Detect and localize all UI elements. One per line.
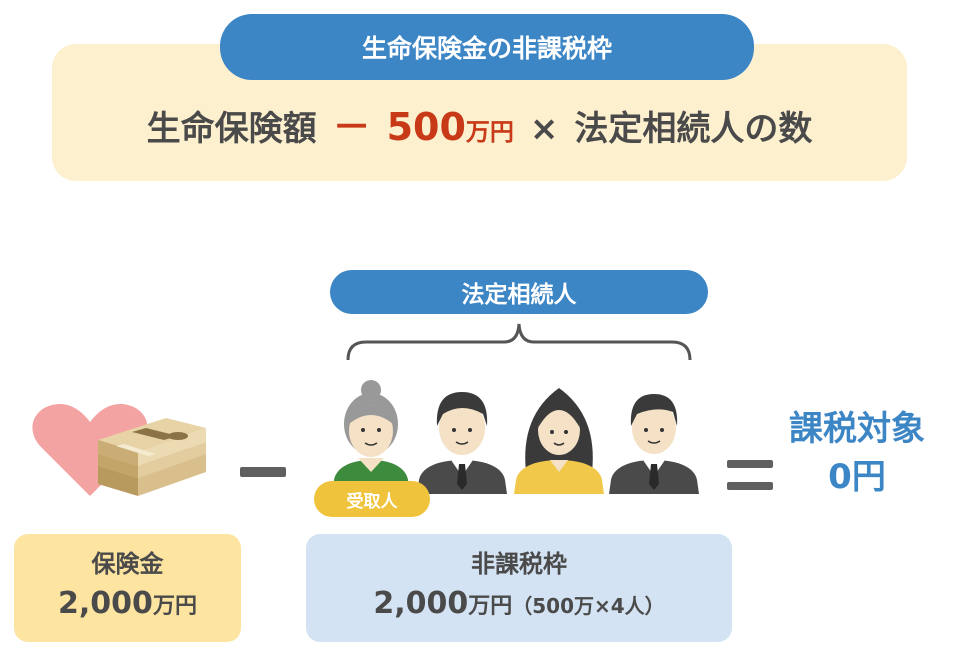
insurance-money-icon: [32, 404, 206, 496]
result-value: 0円: [828, 457, 886, 497]
minus-operator: [240, 467, 286, 477]
formula-deduction-value: 500: [386, 105, 466, 149]
insurance-title: 保険金: [91, 550, 164, 578]
formula-term-insurance: 生命保険額: [146, 109, 317, 149]
grandmother-avatar: [332, 380, 410, 494]
formula-deduction-unit: 万円: [465, 118, 514, 146]
insurance-box: 保険金 2,000万円: [14, 534, 241, 642]
formula-times: ×: [529, 109, 559, 149]
result: 課税対象 0円: [772, 406, 942, 502]
brace-icon: [346, 323, 692, 361]
taxfree-unit: 万円: [468, 594, 513, 619]
formula-title: 生命保険金の非課税枠: [220, 14, 754, 80]
equals-operator-top: [727, 460, 773, 468]
taxfree-amount-line: 2,000万円（500万×4人）: [373, 582, 664, 630]
insurance-amount: 2,000: [58, 586, 153, 621]
heirs-label: 法定相続人: [330, 270, 708, 314]
insurance-amount-line: 2,000万円: [58, 582, 197, 630]
taxfree-box: 非課税枠 2,000万円（500万×4人）: [306, 534, 732, 642]
recipient-badge: 受取人: [314, 481, 430, 517]
formula-minus: －: [332, 105, 371, 149]
insurance-unit: 万円: [152, 594, 197, 619]
taxfree-amount: 2,000: [373, 586, 469, 621]
son-avatar: [609, 394, 699, 494]
formula-term-heirs: 法定相続人の数: [574, 109, 813, 149]
mother-avatar: [514, 388, 604, 494]
father-avatar: [417, 392, 507, 494]
equals-operator-bottom: [727, 482, 773, 490]
taxfree-title: 非課税枠: [471, 550, 567, 578]
result-label: 課税対象: [789, 409, 925, 449]
taxfree-note: （500万×4人）: [512, 594, 665, 618]
formula-expression: 生命保険額 － 500 万円 × 法定相続人の数: [52, 96, 907, 150]
